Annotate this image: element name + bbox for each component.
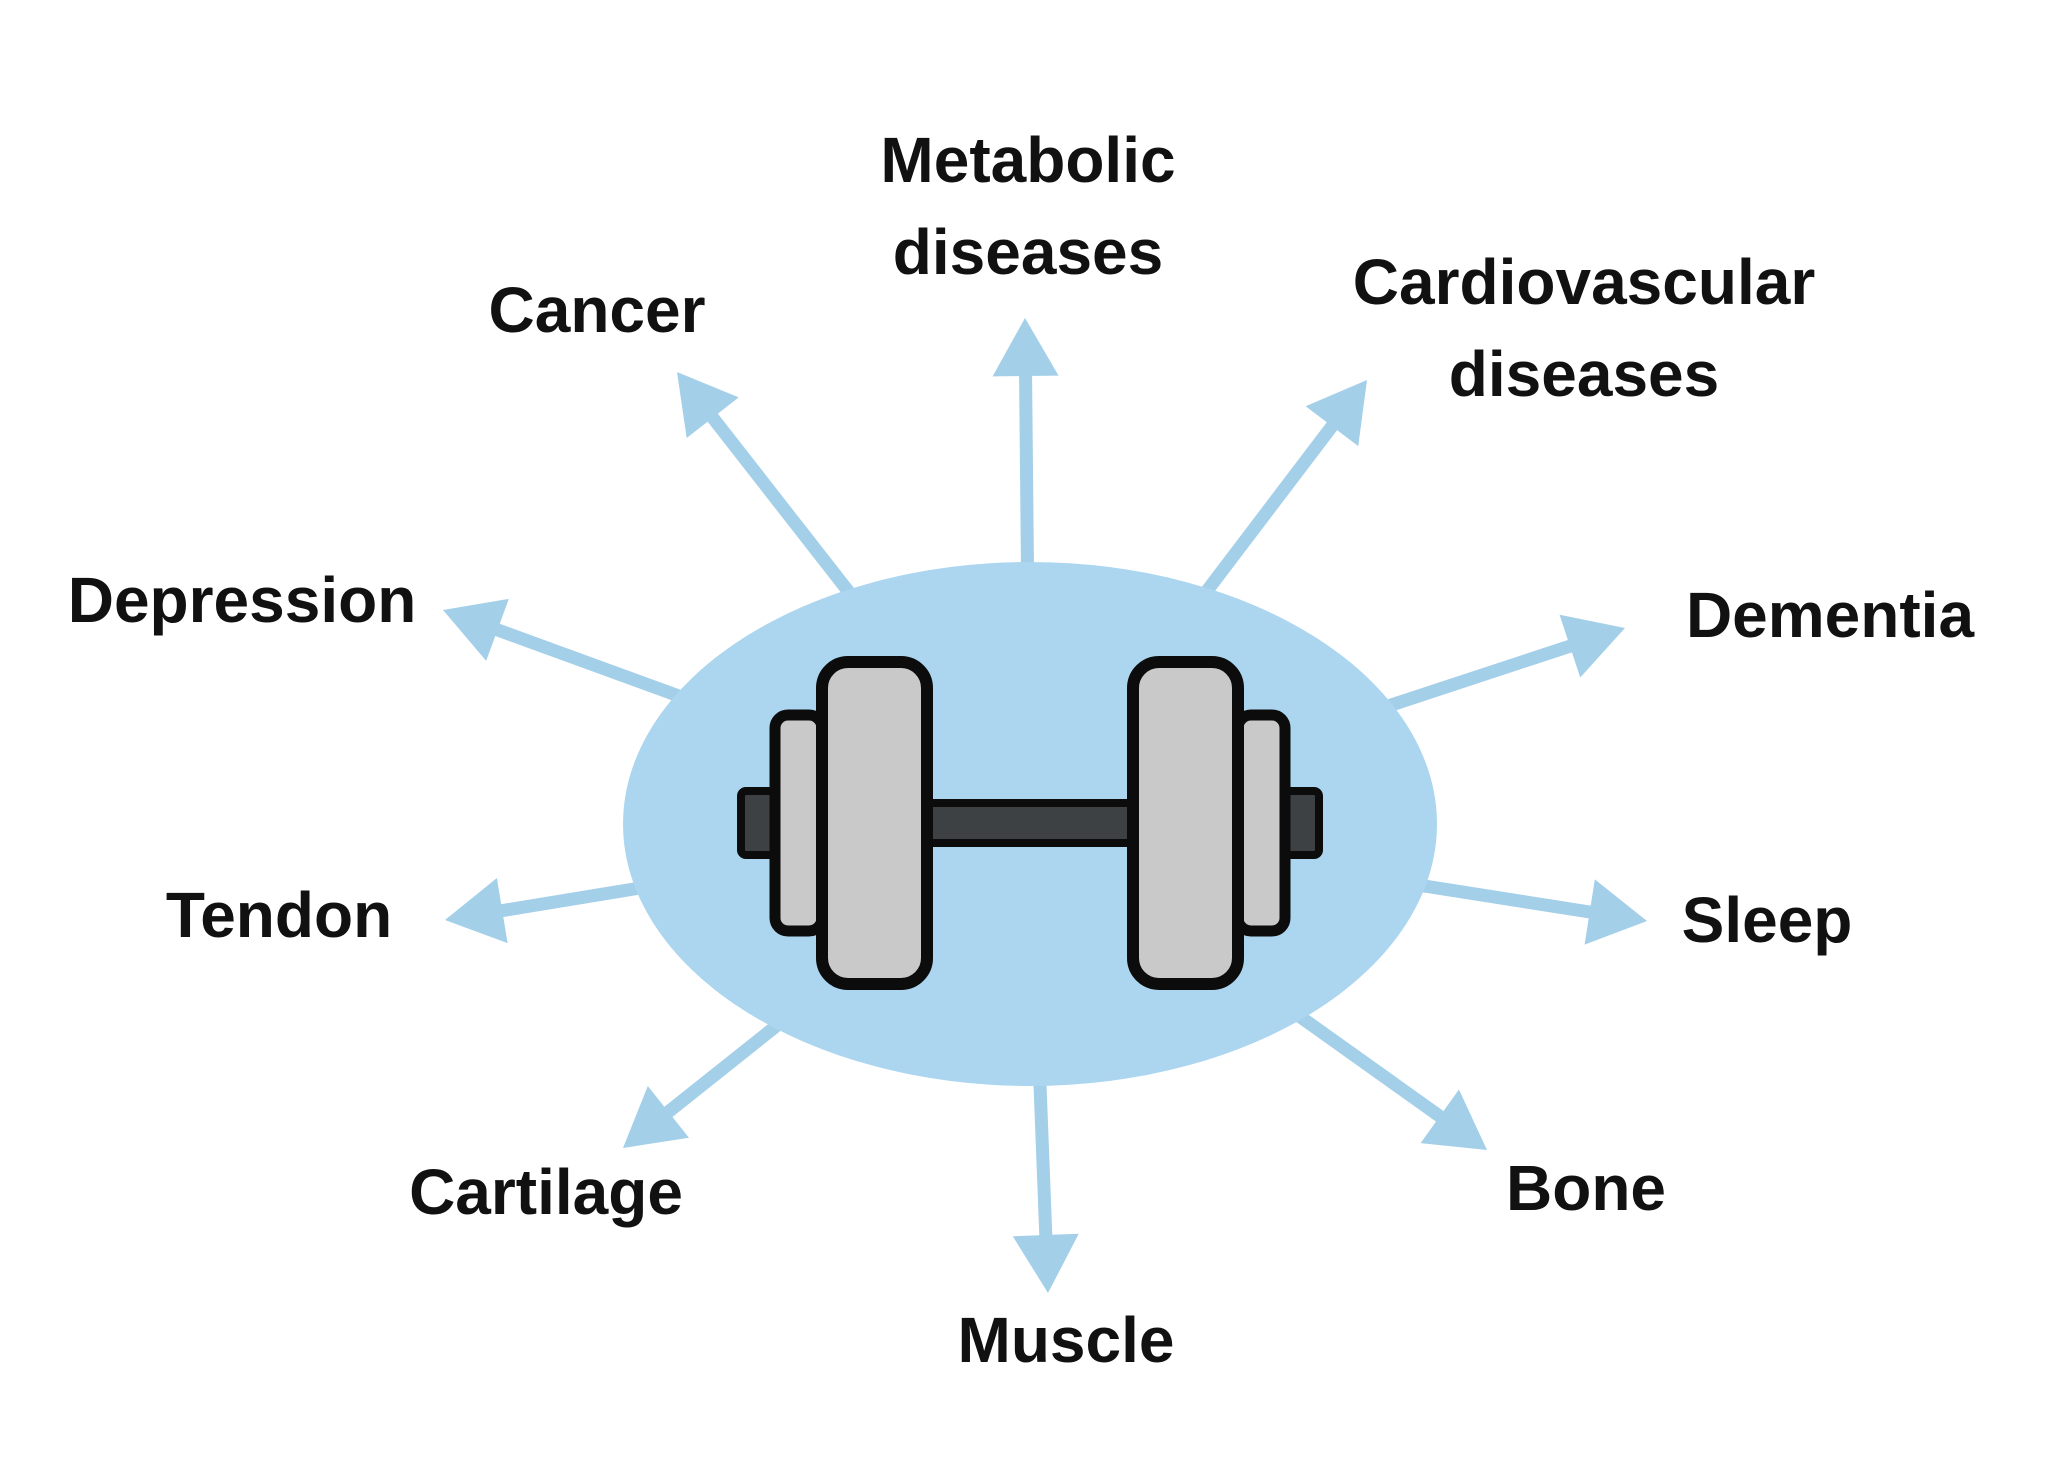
arrowhead	[1305, 380, 1367, 447]
label-line: Bone	[1506, 1151, 1666, 1224]
label-line: diseases	[892, 216, 1164, 288]
label-metabolic-diseases: Metabolic diseases	[880, 114, 1175, 298]
label-line: Depression	[67, 563, 417, 636]
arrowhead	[443, 598, 509, 661]
arrowhead	[1584, 879, 1647, 945]
label-tendon: Tendon	[166, 869, 392, 961]
label-depression: Depression	[68, 554, 417, 646]
label-line: Cardiovascular	[1352, 245, 1816, 318]
label-cardiovascular-diseases: Cardiovascular diseases	[1353, 236, 1815, 420]
label-line: Cartilage	[409, 1155, 683, 1228]
label-line: Metabolic	[880, 123, 1176, 196]
dumbbell-right-big-plate	[1127, 656, 1244, 990]
arrowhead	[992, 318, 1059, 377]
arrowhead	[1012, 1233, 1079, 1293]
label-cancer: Cancer	[489, 264, 706, 356]
arrowhead	[677, 372, 739, 439]
arrowhead	[445, 878, 508, 944]
label-line: Dementia	[1685, 578, 1975, 651]
dumbbell-icon	[737, 656, 1323, 990]
label-sleep: Sleep	[1682, 874, 1853, 966]
label-line: Tendon	[165, 878, 393, 951]
label-line: Sleep	[1681, 883, 1853, 956]
arrowhead	[623, 1086, 689, 1148]
label-bone: Bone	[1506, 1142, 1666, 1234]
label-line: Muscle	[957, 1303, 1175, 1376]
arrowhead	[1559, 614, 1625, 678]
dumbbell-right-small-plate	[1232, 709, 1291, 937]
arrowhead	[1420, 1089, 1487, 1150]
label-line: Cancer	[488, 273, 706, 346]
dumbbell-left-big-plate	[816, 656, 933, 990]
label-muscle: Muscle	[958, 1294, 1175, 1386]
dumbbell-left-small-plate	[769, 709, 828, 937]
label-cartilage: Cartilage	[409, 1146, 683, 1238]
label-line: diseases	[1448, 338, 1720, 410]
label-dementia: Dementia	[1686, 569, 1974, 661]
